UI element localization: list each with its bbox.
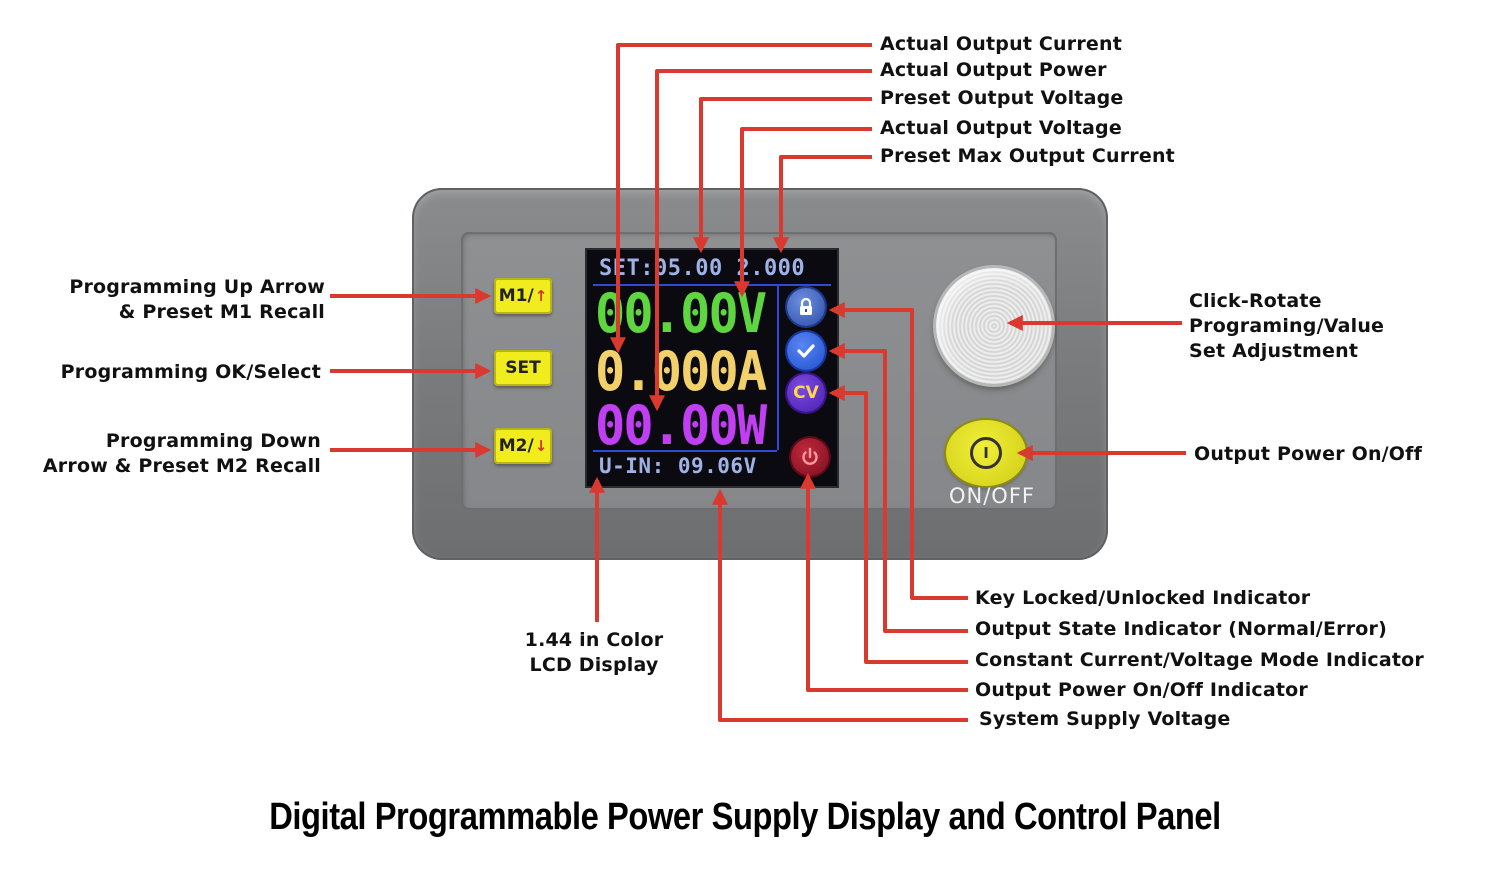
lcd-power-readout: 00.00W [595, 394, 767, 457]
lcd-input-voltage: U-IN: 09.06V [599, 454, 757, 478]
label-actual-output-power: Actual Output Power [880, 59, 1107, 81]
power-icon-glyph [802, 447, 818, 465]
label-system-supply-voltage: System Supply Voltage [979, 708, 1231, 730]
label-key-lock-indicator: Key Locked/Unlocked Indicator [975, 587, 1311, 609]
down-arrow-icon: ↓ [534, 437, 548, 455]
lock-icon-glyph [800, 297, 812, 315]
onoff-symbol: I [970, 437, 1002, 469]
label-knob: Click-Rotate Programing/Value Set Adjust… [1189, 290, 1385, 362]
label-preset-output-voltage: Preset Output Voltage [880, 87, 1124, 109]
lcd-current-readout: 0.000A [595, 340, 767, 403]
label-m2-down: Programming Down Arrow & Preset M2 Recal… [42, 430, 321, 477]
lcd-set-line: SET:05.00 2.000 [599, 256, 806, 281]
label-ok-select: Programming OK/Select [60, 361, 321, 383]
check-icon-glyph [797, 344, 815, 358]
cv-mode-badge: CV [787, 374, 825, 412]
lcd-divider-vertical [777, 284, 779, 450]
label-actual-output-voltage: Actual Output Voltage [880, 117, 1122, 139]
lcd-display: SET:05.00 2.000 00.00V 0.000A 00.00W U-I… [587, 250, 837, 486]
lcd-divider-bottom [593, 450, 777, 452]
label-cc-cv-indicator: Constant Current/Voltage Mode Indicator [975, 649, 1425, 671]
m1-up-button[interactable]: M1/↑ [494, 278, 552, 314]
up-arrow-icon: ↑ [534, 287, 548, 305]
onoff-label: ON/OFF [948, 484, 1035, 508]
check-icon [787, 332, 825, 370]
label-actual-output-current: Actual Output Current [880, 33, 1123, 55]
label-output-power-onoff: Output Power On/Off [1194, 443, 1423, 465]
label-m1-up: Programming Up Arrow & Preset M1 Recall [69, 276, 325, 323]
rotary-encoder-knob[interactable] [936, 268, 1052, 384]
label-output-state-indicator: Output State Indicator (Normal/Error) [975, 618, 1387, 640]
page-title: Digital Programmable Power Supply Displa… [269, 796, 1221, 838]
lcd-voltage-readout: 00.00V [595, 282, 767, 345]
label-lcd: 1.44 in Color LCD Display [524, 629, 664, 676]
lock-icon [787, 288, 825, 326]
label-power-onoff-indicator: Output Power On/Off Indicator [975, 679, 1309, 701]
power-icon [791, 438, 829, 476]
onoff-button[interactable]: I [946, 420, 1026, 486]
label-preset-max-output-current: Preset Max Output Current [880, 145, 1175, 167]
set-button[interactable]: SET [494, 350, 552, 386]
m2-down-button[interactable]: M2/↓ [494, 428, 552, 464]
